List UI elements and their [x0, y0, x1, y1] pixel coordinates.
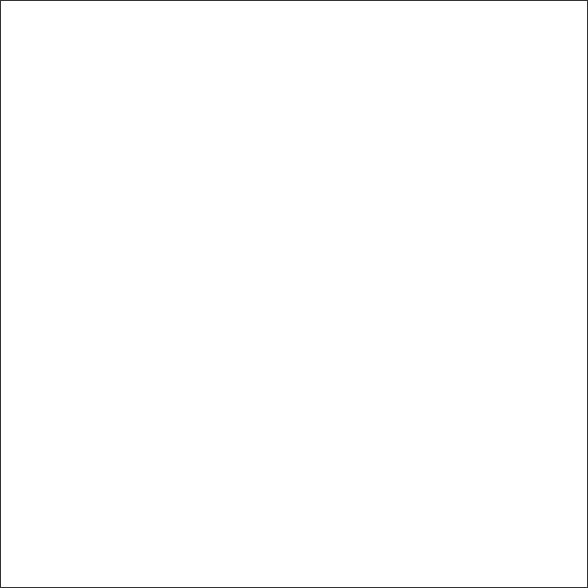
window-frame: [0, 0, 588, 588]
blank-canvas: [2, 2, 586, 586]
